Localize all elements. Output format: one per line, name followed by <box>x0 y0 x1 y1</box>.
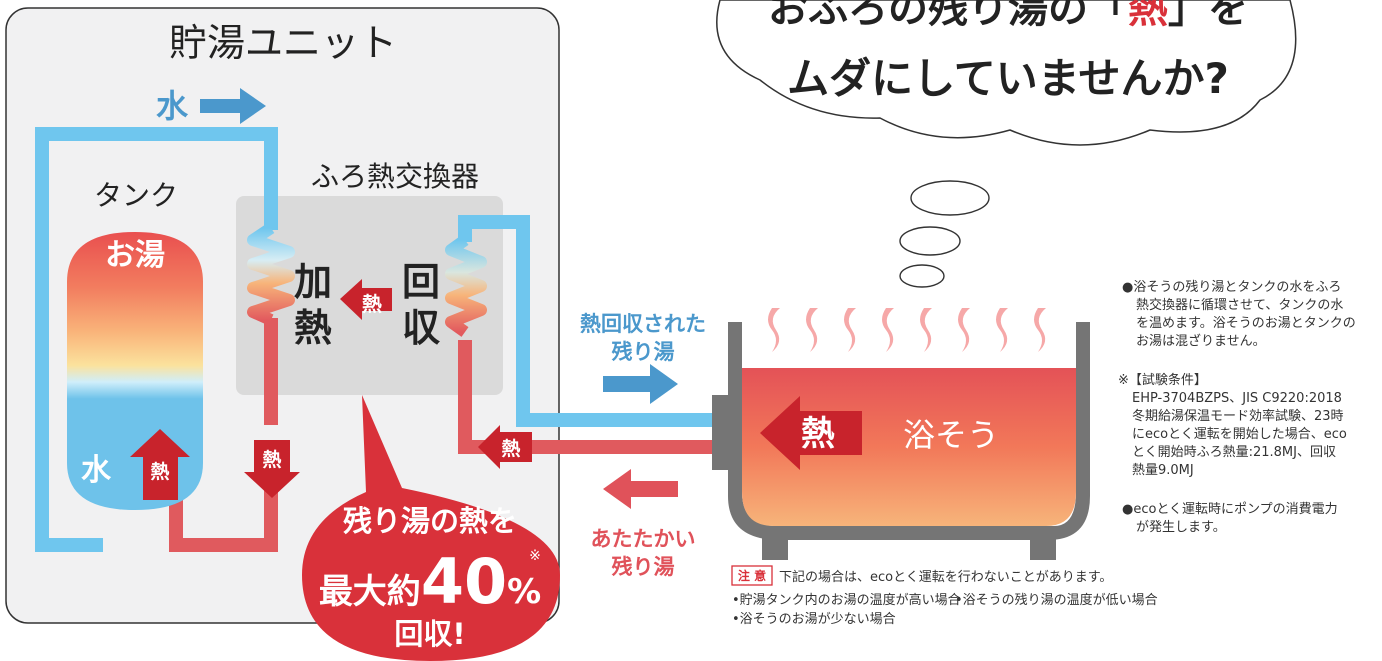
heat-exchanger-label: ふろ熱交換器 <box>311 160 479 193</box>
recovered-label-2: 残り湯 <box>612 340 675 364</box>
bubble-line-2: ムダにしていませんか? <box>787 54 1229 103</box>
return-heat-char: 熱 <box>501 437 520 460</box>
heating-label-1: 加 <box>294 260 332 304</box>
bath-label: 浴そう <box>903 416 999 454</box>
unit-title: 貯湯ユニット <box>169 21 397 65</box>
promo-line-1: 残り湯の熱を <box>343 504 517 538</box>
note-test-conditions: ※【試験条件】 EHP-3704BZPS、JIS C9220:2018 冬期給湯… <box>1118 373 1347 478</box>
steam <box>768 308 1046 352</box>
thought-bubble <box>716 0 1297 146</box>
warm-arrow <box>603 469 678 509</box>
caution-item-2: •浴そうの残り湯の温度が低い場合 <box>955 592 1158 608</box>
down-heat-arrow <box>244 440 300 498</box>
tank-heat-arrow <box>130 429 190 500</box>
heating-coil <box>247 223 295 326</box>
caution-item-1: •貯湯タンク内のお湯の温度が高い場合 <box>732 592 961 608</box>
note-circulation: ●浴そうの残り湯とタンクの水をふろ 熱交換器に循環させて、タンクの水 を温めます… <box>1122 280 1356 349</box>
tank-water-label: 水 <box>81 453 112 488</box>
recovered-arrow <box>603 364 678 404</box>
red-pipe-bath-loop <box>458 340 735 454</box>
bathtub-leg-right <box>1030 538 1056 560</box>
tank-hot-label: お湯 <box>105 238 165 273</box>
bath-heat-arrow <box>760 396 862 470</box>
caution-text: 下記の場合は、ecoとく運転を行わないことがあります。 <box>779 569 1112 585</box>
water-inlet-label: 水 <box>156 87 189 125</box>
bath-water <box>742 368 1076 526</box>
heat-transfer-char: 熱 <box>362 292 382 316</box>
water-inlet-arrow <box>200 88 266 124</box>
heat-transfer-arrow <box>340 279 392 320</box>
bath-heat-char: 熱 <box>801 414 835 454</box>
promo-balloon <box>302 395 560 661</box>
promo-line-2: 最大約40% <box>319 545 541 618</box>
blue-pipe-bath-loop <box>458 215 735 427</box>
recovery-label-2: 収 <box>402 306 440 350</box>
bubble-line-1: おふろの残り湯の「熱」を <box>768 0 1248 32</box>
thought-dot-1 <box>910 180 990 216</box>
caution-badge <box>731 565 773 586</box>
down-heat-char: 熱 <box>262 448 281 471</box>
recovered-label-1: 熱回収された <box>580 312 706 336</box>
recovery-coil <box>445 235 487 337</box>
thought-dot-2 <box>899 226 961 256</box>
note-pump-power: ●ecoとく運転時にポンプの消費電力 が発生します。 <box>1122 502 1338 535</box>
thought-dot-3 <box>899 264 945 288</box>
promo-line-3: 回収! <box>394 617 465 651</box>
heating-label-2: 熱 <box>294 306 332 350</box>
return-heat-arrow <box>478 425 532 469</box>
caution-item-3: •浴そうのお湯が少ない場合 <box>732 612 896 627</box>
tank-label: タンク <box>94 179 178 212</box>
blue-pipe-tank-loop <box>35 127 278 552</box>
recovery-label-1: 回 <box>402 260 440 304</box>
caution-badge-text: 注 意 <box>738 568 766 583</box>
bathtub-leg-left <box>762 538 788 560</box>
warm-label-2: 残り湯 <box>612 555 675 579</box>
warm-label-1: あたたかい <box>591 527 696 551</box>
tank-heat-char: 熱 <box>150 460 169 483</box>
promo-mark: ※ <box>529 548 541 564</box>
